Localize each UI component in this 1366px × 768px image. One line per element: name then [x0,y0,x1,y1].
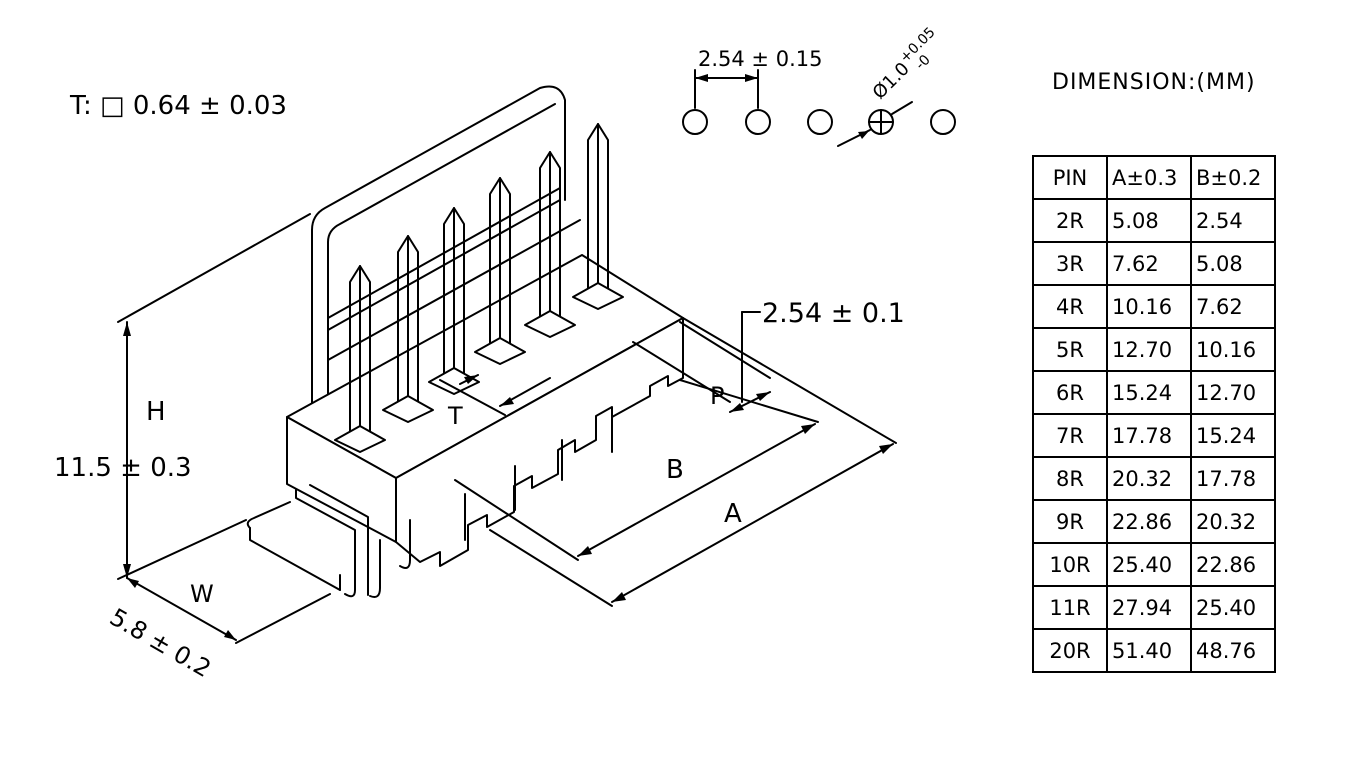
p-letter: P [710,382,724,410]
a-cell: 22.86 [1106,499,1192,544]
pin-4 [474,177,526,365]
bent-pins [246,484,381,598]
pin-cell: 4R [1032,284,1108,329]
b-cell: 15.24 [1190,413,1276,458]
pin-2 [382,235,434,423]
pin-cell: 5R [1032,327,1108,372]
b-cell: 25.40 [1190,585,1276,630]
height-letter: H [146,397,166,427]
b-cell: 22.86 [1190,542,1276,587]
table-header-row: PIN A±0.3 B±0.2 [1032,155,1276,200]
pin-3 [428,207,480,395]
pin-cell: 8R [1032,456,1108,501]
a-cell: 27.94 [1106,585,1192,630]
pin-cell: 6R [1032,370,1108,415]
width-value-label: 5.8 ± 0.2 [105,603,216,683]
hole-pattern [682,69,956,147]
header-b: B±0.2 [1190,155,1276,200]
pin-cell: 9R [1032,499,1108,544]
a-cell: 12.70 [1106,327,1192,372]
height-value-label: 11.5 ± 0.3 [54,453,192,483]
a-cell: 7.62 [1106,241,1192,286]
pin-cell: 10R [1032,542,1108,587]
a-cell: 15.24 [1106,370,1192,415]
pin-cell: 3R [1032,241,1108,286]
a-cell: 20.32 [1106,456,1192,501]
b-cell: 10.16 [1190,327,1276,372]
dimension-title: DIMENSION:(MM) [1052,70,1256,95]
t-dimension [439,374,551,416]
width-letter: W [190,580,214,608]
pin-1 [334,265,386,453]
a-cell: 51.40 [1106,628,1192,673]
pitch-side-dimension [632,311,771,413]
b-cell: 2.54 [1190,198,1276,243]
a-cell: 5.08 [1106,198,1192,243]
pin-cell: 11R [1032,585,1108,630]
pin-cell: 2R [1032,198,1108,243]
pin-6 [572,123,624,310]
b-letter: B [666,455,684,485]
pin-cell: 20R [1032,628,1108,673]
height-dimension [117,213,311,580]
housing [286,254,684,569]
t-letter: T [447,402,463,430]
header-a: A±0.3 [1106,155,1192,200]
t-spec-label: T: □ 0.64 ± 0.03 [69,91,287,121]
a-cell: 25.40 [1106,542,1192,587]
pin-cell: 7R [1032,413,1108,458]
pitch-top-label: 2.54 ± 0.15 [698,47,822,71]
b-cell: 17.78 [1190,456,1276,501]
header-pin: PIN [1032,155,1108,200]
a-letter: A [724,499,742,529]
b-dimension [454,379,819,561]
vertical-pins [334,123,624,453]
pitch-side-label: 2.54 ± 0.1 [762,298,905,329]
width-dimension [126,577,331,644]
b-cell: 48.76 [1190,628,1276,673]
a-cell: 10.16 [1106,284,1192,329]
b-cell: 12.70 [1190,370,1276,415]
b-cell: 20.32 [1190,499,1276,544]
a-cell: 17.78 [1106,413,1192,458]
pin-5 [524,151,576,338]
a-dimension [489,317,897,607]
b-cell: 7.62 [1190,284,1276,329]
b-cell: 5.08 [1190,241,1276,286]
